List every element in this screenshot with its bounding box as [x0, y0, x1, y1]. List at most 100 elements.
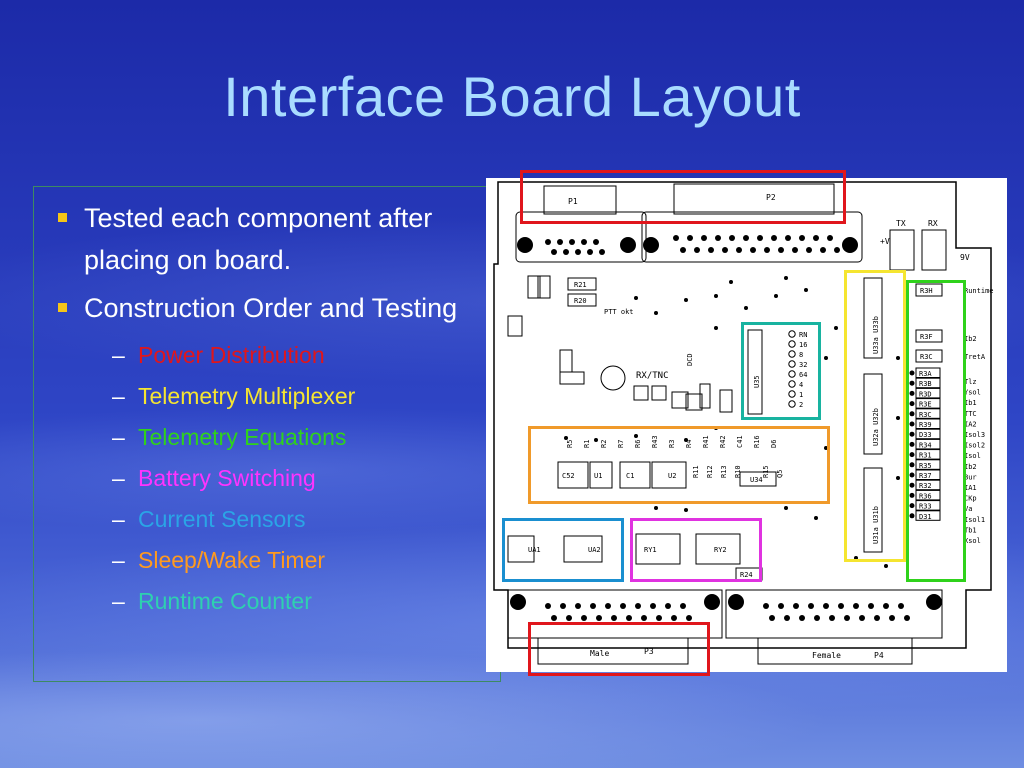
subitem-power-distribution: –Power Distribution: [46, 335, 486, 376]
relay-parts: [507, 533, 763, 581]
subitem-runtime-counter: –Runtime Counter: [46, 581, 486, 622]
signal-label: Tlz: [964, 378, 977, 386]
nine-v-label: 9V: [960, 253, 970, 262]
component-label: R2: [600, 440, 608, 448]
square-bullet-icon: [58, 303, 67, 312]
resistor-label: D33: [919, 431, 932, 439]
component-label: D6: [770, 440, 778, 448]
resistor-label: D31: [919, 513, 932, 521]
rn-value-label: 4: [799, 381, 803, 389]
subitem-telemetry-multiplexer: –Telemetry Multiplexer: [46, 376, 486, 417]
subitem-label: Current Sensors: [138, 506, 306, 532]
bullet-text: Construction Order and Testing: [84, 293, 458, 323]
connector-p1: P1: [515, 185, 647, 263]
plus-v-label: +V: [880, 237, 890, 246]
resistor-label: R39: [919, 421, 932, 429]
dcd-label: DCD: [686, 353, 694, 366]
rx-label: RX: [928, 219, 938, 228]
component-label: R13: [720, 465, 728, 478]
component-label: R7: [617, 440, 625, 448]
rx-tnc-label: RX/TNC: [636, 371, 669, 381]
rn-value-label: 1: [799, 391, 803, 399]
u33-label: U33a U33b: [872, 316, 880, 354]
subitem-telemetry-equations: –Telemetry Equations: [46, 417, 486, 458]
resistor-label: R34: [919, 441, 932, 449]
square-bullet-icon: [58, 213, 67, 222]
signal-label: Isol1: [964, 516, 985, 524]
signal-label: Ysol: [964, 389, 981, 397]
signal-label: Isol2: [964, 442, 985, 450]
power-components: [507, 275, 733, 413]
signal-label: IA2: [964, 420, 977, 428]
ptt-okt-label: PTT okt: [604, 308, 634, 316]
tx-label: TX: [896, 219, 906, 228]
signal-label: Tb1: [964, 526, 977, 534]
ua1-label: UA1: [528, 546, 541, 554]
ib2-label: Ib2: [964, 335, 977, 343]
signal-label: Va: [964, 505, 972, 513]
signal-label: CKp: [964, 495, 977, 503]
resistor-label: R3C: [919, 411, 932, 419]
resistor-label: R37: [919, 472, 932, 480]
highlight-p3-sleep: [528, 622, 710, 676]
ua2-label: UA2: [588, 546, 601, 554]
resistor-label: R3B: [919, 380, 932, 388]
r20-label: R20: [574, 297, 587, 305]
u35-label: U35: [753, 375, 761, 388]
runtime-label: Runtime: [964, 287, 994, 295]
pcb-layout-image: P1 P2 TX RX +V 9V: [486, 170, 1007, 676]
treta-label: TretA: [964, 353, 986, 361]
ic-label: U2: [668, 472, 676, 480]
highlight-battery-switching: [630, 518, 762, 582]
r24-label: R24: [740, 571, 753, 579]
ic-label: C52: [562, 472, 575, 480]
resistor-label: R35: [919, 462, 932, 470]
resistor-label: R3D: [919, 390, 932, 398]
subitem-label: Battery Switching: [138, 465, 316, 491]
subitem-label: Sleep/Wake Timer: [138, 547, 326, 573]
resistor-column: R3AR3BR3DR3ER3CR39D33R34R31R35R37R32R36R…: [909, 367, 941, 521]
dash-icon: –: [112, 506, 125, 532]
p2-label: P2: [766, 193, 776, 202]
component-label: R12: [706, 465, 714, 478]
resistor-label: R33: [919, 503, 932, 511]
component-label: R5: [566, 440, 574, 448]
dash-icon: –: [112, 383, 125, 409]
signal-label: Isol: [964, 452, 981, 460]
subitem-label: Telemetry Multiplexer: [138, 383, 356, 409]
resistor-label: R32: [919, 482, 932, 490]
component-label: R43: [651, 435, 659, 448]
component-label: R3: [668, 440, 676, 448]
highlight-power-distribution: [520, 170, 846, 224]
subitem-current-sensors: –Current Sensors: [46, 499, 486, 540]
subitem-label: Power Distribution: [138, 342, 325, 368]
component-label: R41: [702, 435, 710, 448]
component-label: Q5: [776, 470, 784, 478]
rn-value-label: 64: [799, 371, 807, 379]
bullet-item-1: Tested each component after placing on b…: [46, 197, 486, 281]
bullet-text-box: Tested each component after placing on b…: [33, 186, 501, 682]
male-label: Male: [590, 649, 609, 658]
rn-value-label: RN: [799, 331, 807, 339]
r3h-label: R3H: [920, 287, 933, 295]
subitem-battery-switching: –Battery Switching: [46, 458, 486, 499]
component-label: U34: [750, 476, 763, 484]
r3f-label: R3F: [920, 333, 933, 341]
resistor-label: R3E: [919, 401, 932, 409]
telemetry-equation-parts: [557, 461, 777, 489]
ry1-label: RY1: [644, 546, 657, 554]
r3c-label: R3C: [920, 353, 933, 361]
rn-value-label: 16: [799, 341, 807, 349]
component-label: R1: [583, 440, 591, 448]
p3-label: P3: [644, 647, 654, 656]
slide-title: Interface Board Layout: [223, 65, 801, 128]
connector-p4: Female P4: [725, 589, 943, 665]
resistor-label: R31: [919, 452, 932, 460]
female-label: Female: [812, 651, 841, 660]
component-label: R6: [634, 440, 642, 448]
signal-labels: TlzYsolIb1TTCIA2Isol3Isol2IsolIb2BurIA1C…: [964, 378, 985, 545]
dash-icon: –: [112, 465, 125, 491]
subitem-label: Telemetry Equations: [138, 424, 347, 450]
bullet-list: Tested each component after placing on b…: [46, 197, 486, 622]
